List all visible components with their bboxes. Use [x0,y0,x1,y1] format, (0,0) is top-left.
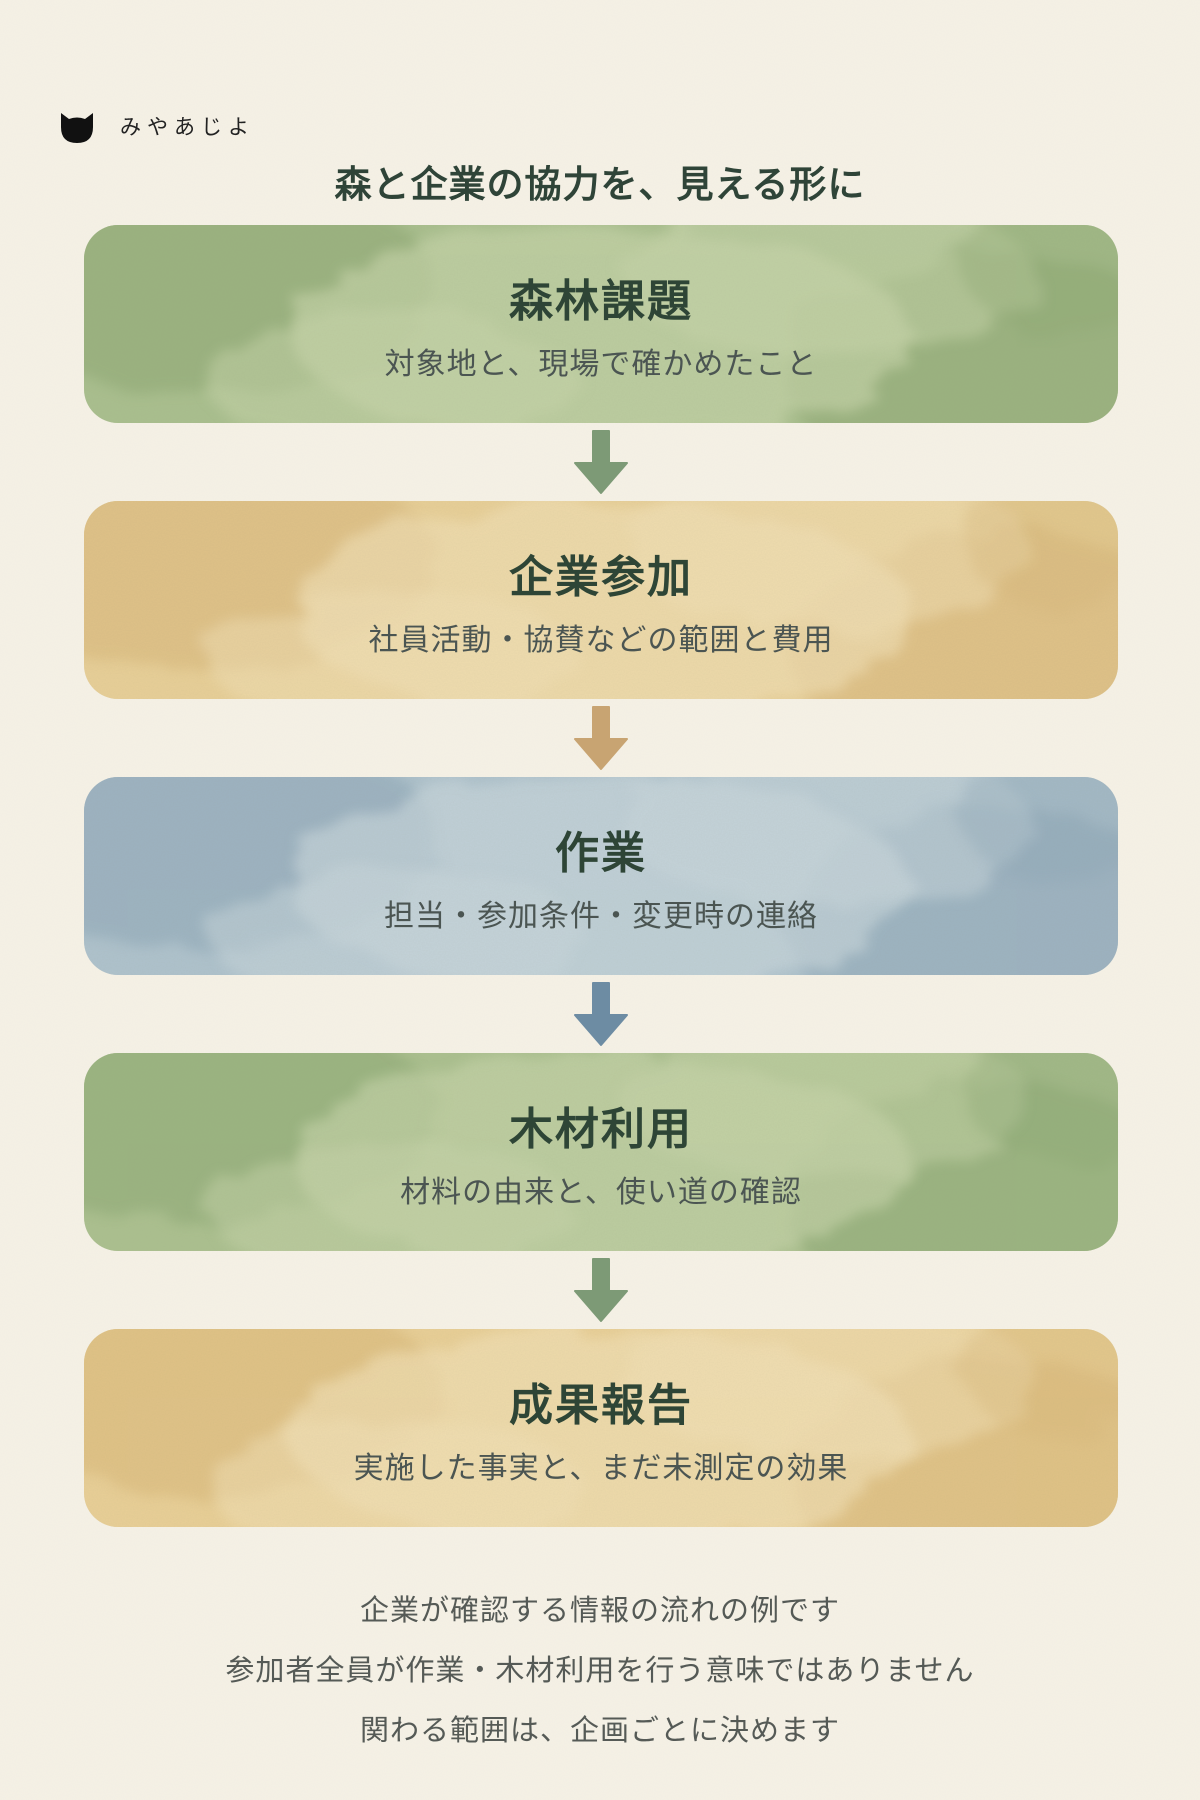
brand-header: みやあじよ [58,106,255,146]
watercolor-wash [84,777,1118,975]
watercolor-wash [84,225,1118,423]
footnote-line: 参加者全員が作業・木材利用を行う意味ではありません [225,1653,975,1687]
footnotes: 企業が確認する情報の流れの例です 参加者全員が作業・木材利用を行う意味ではありま… [0,1580,1200,1760]
step-title: 木材利用 [509,1104,693,1155]
step-title: 成果報告 [509,1380,693,1431]
step-title: 森林課題 [509,276,693,327]
step-title: 作業 [555,828,647,879]
brand-name: みやあじよ [120,115,255,139]
flow-arrow [84,699,1118,777]
watercolor-wash [84,1329,1118,1527]
step-description: 社員活動・協賛などの範囲と費用 [368,623,834,658]
flow-step-forest-issue: 森林課題 対象地と、現場で確かめたこと [84,225,1118,423]
arrow-down-icon [571,981,631,1047]
watercolor-wash [84,1053,1118,1251]
step-description: 実施した事実と、まだ未測定の効果 [353,1451,849,1486]
flow-step-corporate-participation: 企業参加 社員活動・協賛などの範囲と費用 [84,501,1118,699]
step-description: 材料の由来と、使い道の確認 [400,1175,802,1210]
step-title: 企業参加 [509,552,693,603]
flow-step-results-report: 成果報告 実施した事実と、まだ未測定の効果 [84,1329,1118,1527]
flow-arrow [84,1251,1118,1329]
flow-arrow [84,975,1118,1053]
flow-diagram: 森林課題 対象地と、現場で確かめたこと 企業参加 社員活動・協賛などの範囲と費用… [84,225,1118,1527]
page-title: 森と企業の協力を、見える形に [334,163,866,206]
footnote-line: 企業が確認する情報の流れの例です [359,1593,840,1627]
footnote-line: 関わる範囲は、企画ごとに決めます [359,1713,840,1747]
arrow-down-icon [571,429,631,495]
watercolor-wash [84,501,1118,699]
flow-arrow [84,423,1118,501]
step-description: 対象地と、現場で確かめたこと [384,347,818,382]
cat-head-icon [58,107,96,145]
step-description: 担当・参加条件・変更時の連絡 [384,899,818,934]
flow-step-work: 作業 担当・参加条件・変更時の連絡 [84,777,1118,975]
arrow-down-icon [571,1257,631,1323]
flow-step-timber-use: 木材利用 材料の由来と、使い道の確認 [84,1053,1118,1251]
arrow-down-icon [571,705,631,771]
